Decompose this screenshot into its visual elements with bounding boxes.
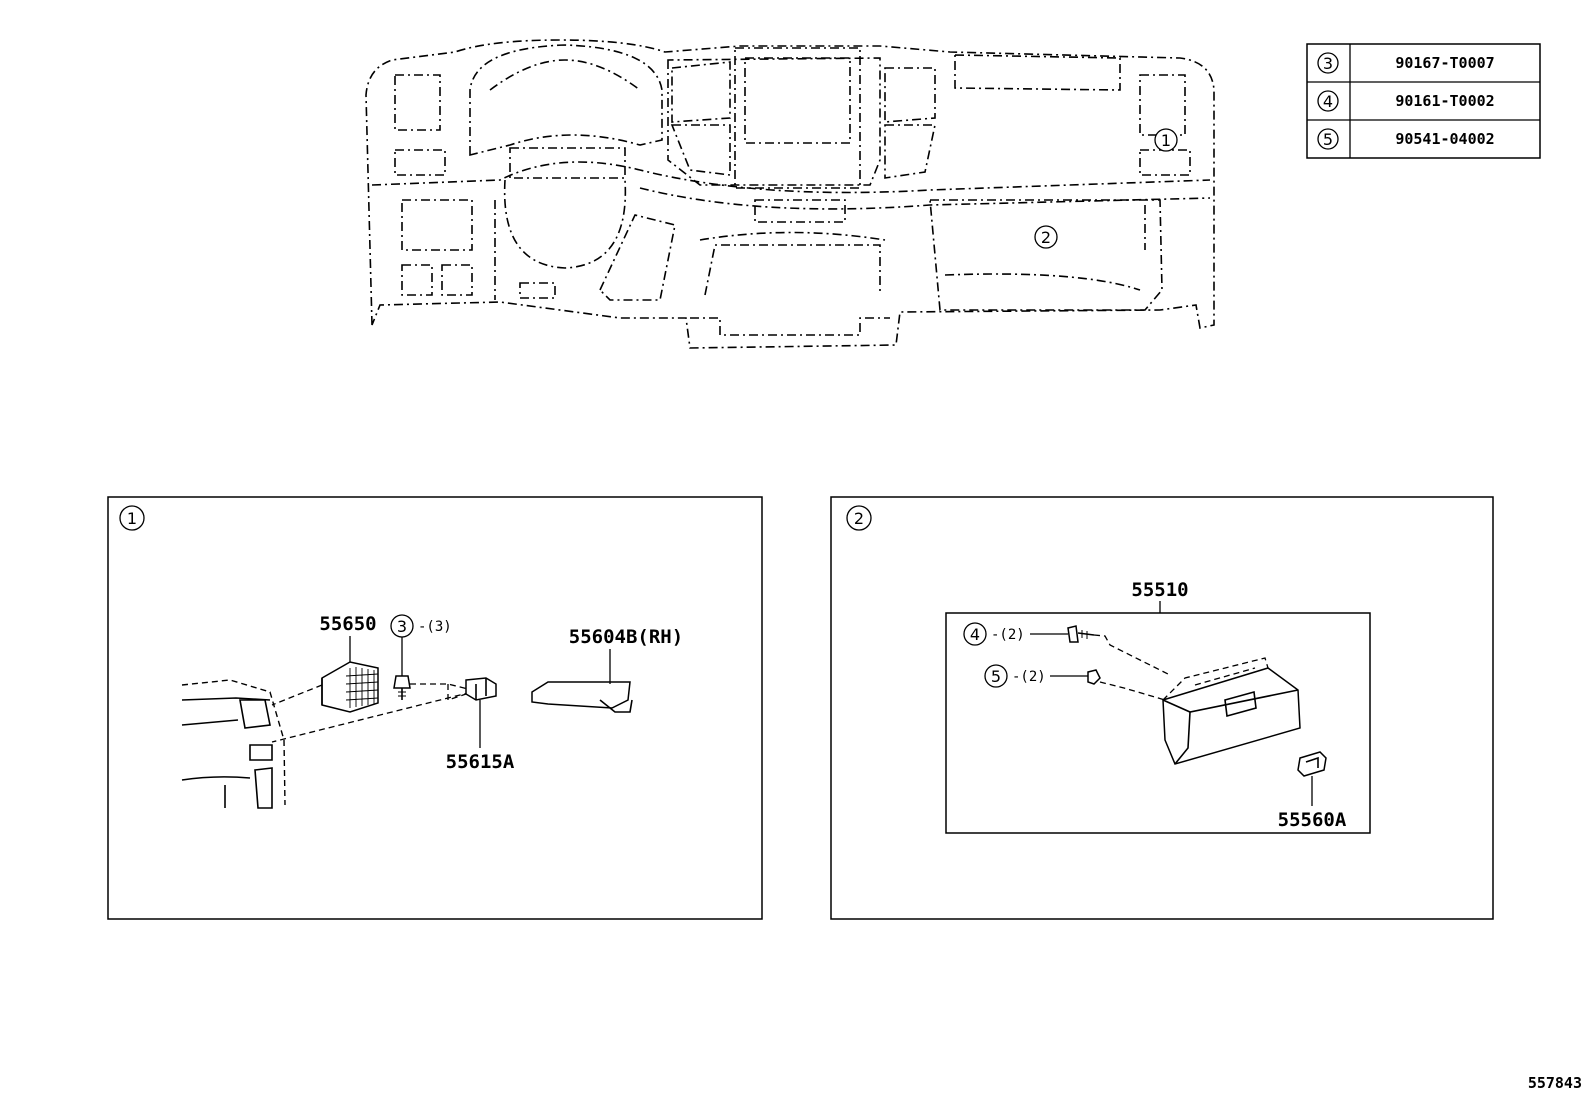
parts-table-row[interactable]: 4 90161-T0002 <box>1317 90 1495 112</box>
part-number: 90161-T0002 <box>1395 92 1494 110</box>
svg-text:2: 2 <box>854 509 864 528</box>
label-55604b-rh: 55604B(RH) <box>569 626 683 648</box>
duct-part-55604b[interactable] <box>531 681 633 713</box>
label-55650: 55650 <box>319 613 376 635</box>
parts-table-row[interactable]: 5 90541-04002 <box>1317 128 1495 150</box>
svg-text:-(2): -(2) <box>991 627 1025 643</box>
svg-text:-(3): -(3) <box>418 619 452 635</box>
svg-text:4: 4 <box>1323 92 1333 111</box>
figure-id: 557843 <box>1528 1074 1582 1092</box>
dashboard-overview <box>365 39 1215 349</box>
lock-part-55560a[interactable] <box>1297 751 1327 777</box>
svg-text:2: 2 <box>1041 228 1051 247</box>
screw-3-callout: 3 -(3) <box>390 614 452 638</box>
svg-text:1: 1 <box>127 509 137 528</box>
glove-box-part[interactable] <box>1162 657 1301 765</box>
label-55560a: 55560A <box>1278 809 1347 831</box>
svg-text:5: 5 <box>991 667 1001 686</box>
svg-text:3: 3 <box>1323 54 1333 73</box>
part-number: 90541-04002 <box>1395 130 1494 148</box>
label-55615a: 55615A <box>446 751 515 773</box>
overview-callout-1[interactable]: 1 <box>1154 128 1178 152</box>
detail-panel-2: 2 55510 4 -(2) 5 -(2) <box>830 496 1494 920</box>
clip-5-callout: 5 -(2) <box>984 664 1046 688</box>
detail-1-ref: 1 <box>119 505 145 531</box>
label-55510: 55510 <box>1131 579 1188 601</box>
screw-part-4[interactable] <box>1067 625 1095 643</box>
detail-panel-1: 1 <box>107 496 763 920</box>
bracket-part-55615a[interactable] <box>447 677 497 701</box>
svg-text:5: 5 <box>1323 130 1333 149</box>
dashboard-corner-fragment <box>181 679 286 809</box>
screw-4-callout: 4 -(2) <box>963 622 1025 646</box>
part-number: 90167-T0007 <box>1395 54 1494 72</box>
clip-part-5[interactable] <box>1087 669 1101 685</box>
vent-register-part[interactable] <box>321 661 379 713</box>
parts-table-row[interactable]: 3 90167-T0007 <box>1317 52 1495 74</box>
screw-part-3[interactable] <box>393 675 411 700</box>
svg-text:1: 1 <box>1161 131 1171 150</box>
overview-callout-2[interactable]: 2 <box>1034 225 1058 249</box>
svg-text:4: 4 <box>970 625 980 644</box>
detail-2-ref: 2 <box>846 505 872 531</box>
parts-table: 3 90167-T0007 4 90161-T0002 5 90541-0400… <box>1306 43 1541 159</box>
svg-text:3: 3 <box>397 617 407 636</box>
svg-text:-(2): -(2) <box>1012 669 1046 685</box>
